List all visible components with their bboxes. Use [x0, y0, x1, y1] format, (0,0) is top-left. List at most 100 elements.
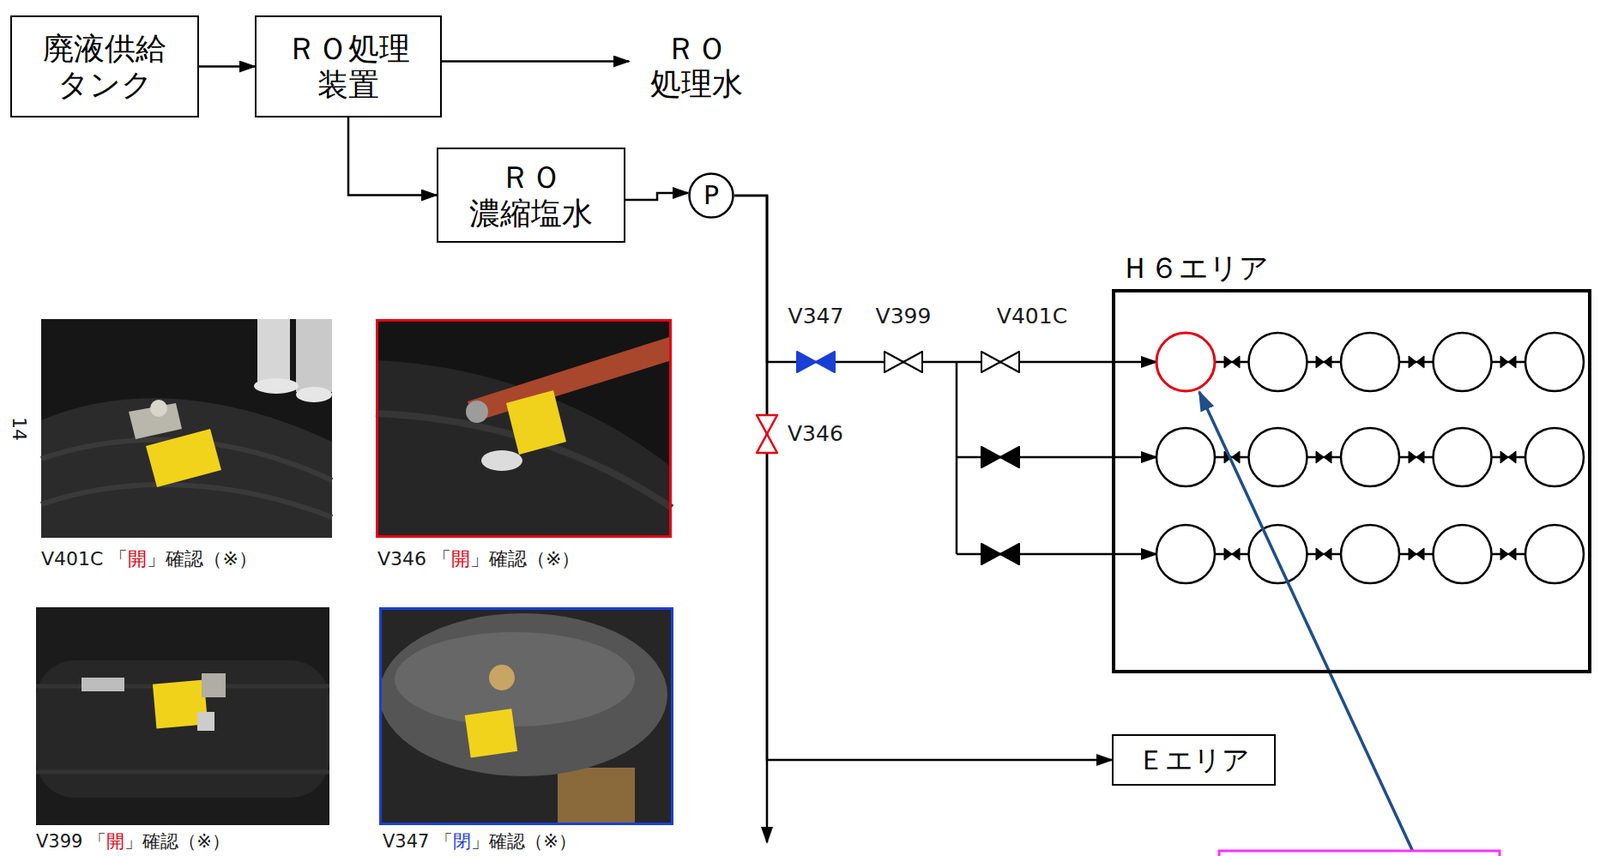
photo-frame [380, 609, 673, 825]
tank-circle [1433, 525, 1492, 584]
worker-leg [257, 319, 290, 384]
valve-id: V346 [787, 422, 844, 447]
photo-caption: V347 「閉」確認（※） [382, 832, 577, 852]
pump-circle: P [688, 172, 735, 219]
inter-tank-valve [1224, 451, 1516, 464]
photo-caption: V346 「開」確認（※） [377, 549, 580, 570]
worker-shoe [253, 378, 299, 394]
caption-part: V401C 「 [41, 548, 128, 570]
tank-circle [1340, 332, 1400, 392]
area-heading: Ｈ６エリア [1120, 251, 1269, 285]
caption-part: 」確認（※） [470, 831, 577, 852]
status-word: 閉 [452, 831, 471, 852]
worker-shoe [295, 386, 333, 403]
pipe-connector [734, 195, 1157, 363]
tank-box: 廃液供給 タンク [10, 15, 200, 118]
photo-ground [375, 319, 672, 538]
status-word: 開 [451, 548, 471, 570]
tank-circle [1525, 525, 1584, 584]
caption-part: V347 「 [382, 831, 453, 852]
valve-photo [375, 319, 672, 538]
tank-circle [1433, 332, 1492, 392]
caption-part: 」確認（※） [146, 548, 257, 570]
callout-box [1219, 851, 1500, 856]
valve-nut [465, 400, 489, 423]
valve-handle [467, 336, 672, 423]
page-number: 14 [8, 416, 30, 441]
valve-stem [489, 664, 515, 691]
inter-tank-valve [1224, 356, 1516, 369]
wood-base [557, 767, 635, 826]
photo-frame [377, 320, 671, 538]
caption-part: 」確認（※） [470, 548, 580, 570]
pipe-image [36, 660, 330, 798]
node-label: P [703, 181, 719, 212]
valve-photo [379, 607, 674, 826]
tank-circle [1249, 525, 1308, 584]
illustration-layer [36, 195, 1584, 856]
valve-id: V347 [788, 304, 845, 329]
caption-part: V399 「 [36, 831, 107, 852]
caption-part: 」確認（※） [124, 831, 230, 852]
process-box: ＲＯ処理 装置 [254, 15, 442, 118]
output-text-node: ＲＯ 処理水 [628, 15, 765, 117]
valve-photo [41, 319, 333, 538]
area-box: Ｅエリア [1111, 734, 1276, 786]
valve-tag [481, 450, 523, 471]
pipe-connector [441, 60, 629, 63]
photo-ground [379, 607, 674, 826]
highlighted-tank [1156, 332, 1215, 392]
pipe-connector [199, 65, 255, 68]
valve-body [201, 673, 226, 698]
pipe-highlight [394, 632, 635, 727]
valve-id: V399 [875, 304, 932, 329]
tank-circle [1156, 525, 1215, 584]
open-valve [981, 351, 1020, 373]
photo-caption: V399 「開」確認（※） [36, 832, 230, 852]
pipe-connector [348, 117, 437, 196]
open-valve [884, 351, 923, 373]
photo-ground [36, 607, 330, 826]
open-valve [756, 415, 778, 453]
tank-circle [1525, 332, 1584, 392]
node-label: ＲＯ 濃縮塩水 [443, 159, 619, 231]
tank-circle [1525, 428, 1584, 487]
tank-circle [1249, 332, 1308, 392]
pipe-image [41, 398, 333, 538]
status-word: 開 [127, 548, 147, 570]
pump-outline-circle [689, 174, 734, 218]
status-word: 開 [106, 831, 125, 852]
pipe-marker [81, 677, 125, 692]
pipe-connector [625, 193, 689, 200]
closed-valve [981, 446, 1020, 468]
worker-leg [295, 319, 333, 393]
pipe-image [379, 613, 668, 777]
node-label: ＲＯ 処理水 [632, 30, 761, 103]
photo-caption: V401C 「開」確認（※） [41, 549, 258, 570]
valve-stem [197, 712, 215, 731]
brine-box: ＲＯ 濃縮塩水 [436, 147, 626, 243]
connector-layer [199, 61, 1157, 761]
node-label: 廃液供給 タンク [17, 30, 193, 103]
tank-circle [1249, 428, 1308, 487]
valve-stem [150, 399, 168, 417]
caption-part: V346 「 [377, 548, 452, 570]
tank-circle [1156, 428, 1215, 487]
tank-circle [1340, 428, 1400, 487]
valve-id: V401C [996, 304, 1068, 329]
valve-tag [464, 708, 518, 758]
main-pipe [766, 195, 769, 843]
pipe-stripe [36, 770, 330, 775]
photo-ground [41, 319, 333, 538]
pipe-stripe [41, 484, 333, 518]
tank-circle [1340, 525, 1400, 584]
node-label: Ｅエリア [1137, 744, 1250, 777]
valve-photo [36, 607, 330, 826]
closed-valve [796, 351, 835, 373]
valve-tag [145, 428, 222, 488]
area-region: Ｈ６エリア [1111, 289, 1592, 674]
closed-valve [981, 543, 1020, 565]
inter-tank-valve [1224, 548, 1516, 561]
pipe-connector [734, 195, 1112, 761]
